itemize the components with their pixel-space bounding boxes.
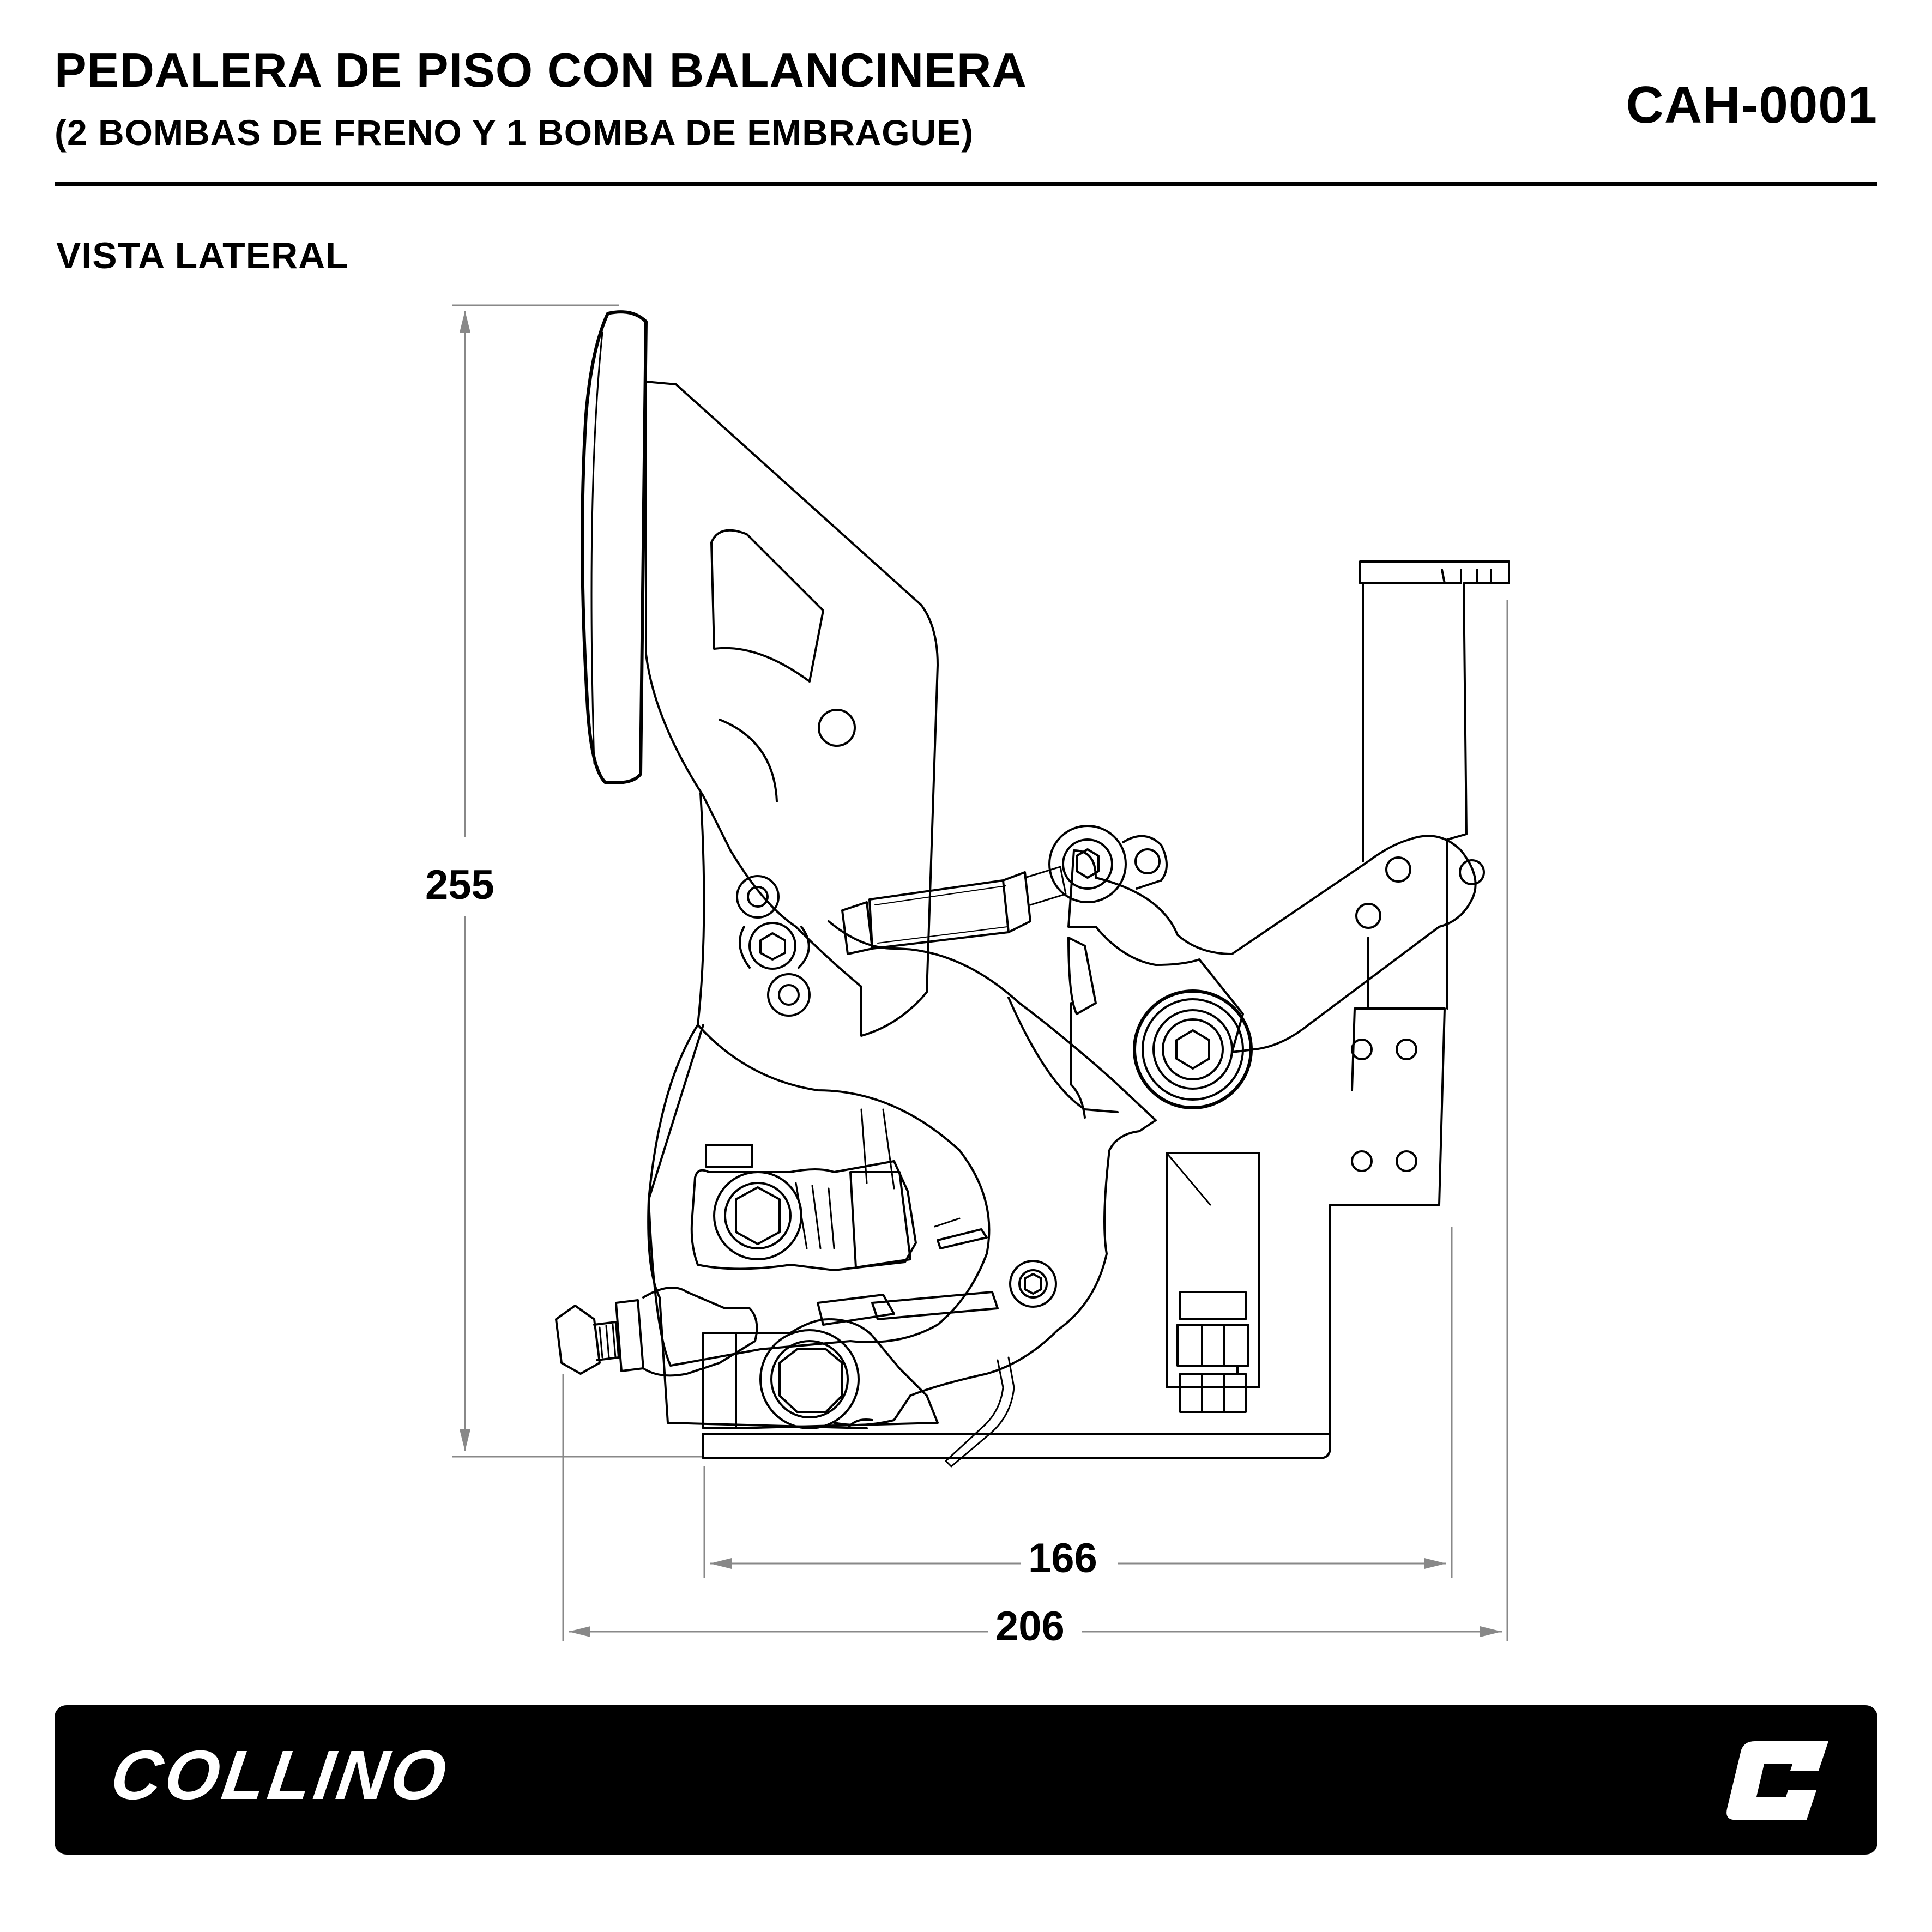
return-spring	[945, 1356, 1015, 1468]
pedal-lower-body	[648, 792, 991, 1367]
stud-bolt-stack	[1166, 1152, 1260, 1413]
footer-bar: COLLINO	[55, 1705, 1877, 1855]
base-plate	[702, 1007, 1446, 1459]
rocker-arm	[1067, 835, 1477, 1053]
bushing-lower	[767, 973, 811, 1017]
curved-lever	[828, 920, 1157, 1426]
master-cylinder-clevis	[690, 1144, 917, 1271]
view-label: VISTA LATERAL	[56, 235, 349, 276]
main-bearing	[1133, 989, 1253, 1109]
lower-pivot-clevis	[702, 1318, 939, 1429]
adjuster-bolt	[555, 1287, 758, 1377]
right-bracket	[1359, 560, 1510, 1010]
dimension-width-inner: 166	[1021, 1535, 1105, 1582]
rod-end-eye	[1048, 825, 1127, 903]
pedal-pad	[581, 310, 648, 784]
dimension-height: 255	[425, 862, 494, 908]
dimension-lines	[452, 304, 1508, 1641]
header-divider	[55, 182, 1877, 186]
pedal-arm	[645, 381, 939, 1037]
product-code: CAH-0001	[1626, 76, 1877, 134]
page-title: PEDALERA DE PISO CON BALANCINERA	[55, 43, 1027, 97]
bushing-middle	[748, 922, 796, 970]
brand-logo: COLLINO	[106, 1736, 454, 1814]
page-subtitle: (2 BOMBAS DE FRENO Y 1 BOMBA DE EMBRAGUE…	[55, 112, 974, 153]
collino-c-logo-icon	[1726, 1741, 1828, 1820]
threaded-rod	[841, 866, 1067, 955]
bushing-upper	[736, 875, 780, 919]
dimension-width-total: 206	[988, 1603, 1072, 1650]
